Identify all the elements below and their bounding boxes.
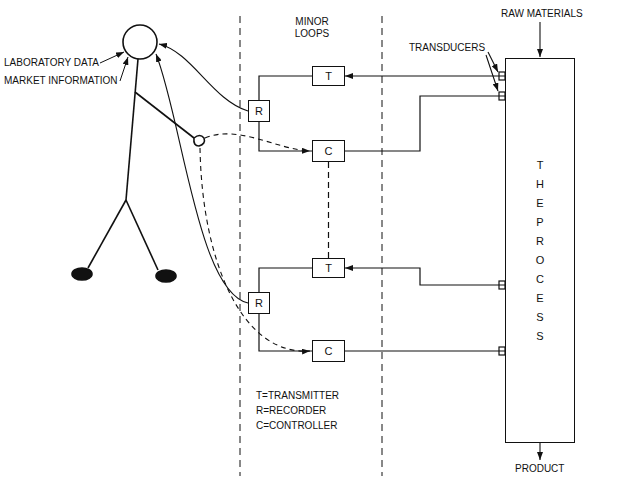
- box-text: T: [325, 70, 332, 82]
- process-block: THE PROCESS: [505, 58, 575, 443]
- signal-line: [345, 268, 505, 285]
- callout-label: TRANSDUCERS: [408, 42, 486, 54]
- signal-line: [259, 314, 312, 351]
- legend-text: T=TRANSMITTER: [255, 390, 340, 402]
- box-text: R: [255, 105, 263, 117]
- signal-line: [345, 350, 505, 351]
- controller-box: C: [312, 340, 345, 362]
- signal-line: [259, 76, 312, 100]
- cascade-link: [328, 162, 329, 258]
- transmitter-box: T: [312, 66, 345, 86]
- signal-line: [259, 268, 312, 292]
- output-label: PRODUCT: [514, 463, 565, 475]
- legend-text: R=RECORDER: [255, 405, 327, 417]
- region-boundaries: [240, 16, 382, 476]
- box-text: T: [325, 262, 332, 274]
- recorder-box: R: [248, 292, 270, 314]
- operator-adjustments: [200, 134, 310, 351]
- box-text: C: [325, 145, 333, 157]
- box-text: THE PROCESS: [535, 156, 546, 346]
- input-label: MARKET INFORMATION: [3, 75, 119, 87]
- signal-line: [345, 75, 505, 76]
- box-text: R: [255, 297, 263, 309]
- region-title: MINOR LOOPS: [285, 16, 339, 40]
- signal-line: [345, 96, 505, 151]
- input-label: LABORATORY DATA: [3, 57, 100, 69]
- recorder-box: R: [248, 100, 270, 122]
- box-text: C: [325, 345, 333, 357]
- signal-line: [259, 122, 312, 151]
- input-label: RAW MATERIALS: [500, 8, 584, 20]
- recorder-readings: [156, 44, 248, 303]
- legend-text: C=CONTROLLER: [255, 420, 338, 432]
- controller-box: C: [312, 140, 345, 162]
- transmitter-box: T: [312, 258, 345, 278]
